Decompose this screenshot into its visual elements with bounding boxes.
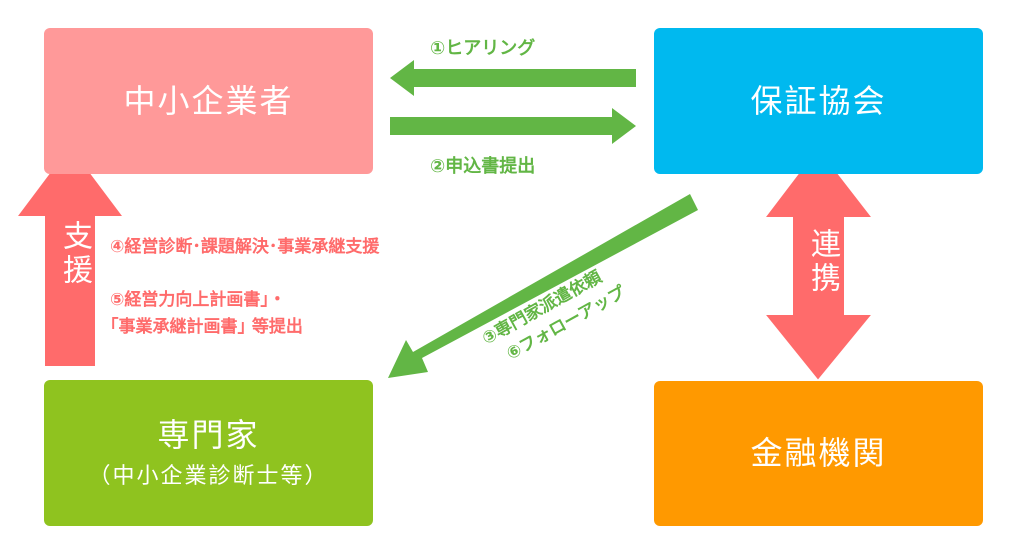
arrow-hearing bbox=[390, 60, 636, 96]
label-support-5b: ｢事業承継計画書｣ 等提出 bbox=[110, 317, 303, 337]
label-support-5a: ⑤経営力向上計画書｣・ bbox=[110, 290, 286, 310]
node-guarantee-title: 保証協会 bbox=[750, 81, 887, 120]
label-apply: ②申込書提出 bbox=[430, 156, 536, 177]
node-bank-title: 金融機関 bbox=[750, 434, 887, 473]
node-expert-subtitle: （中小企業診断士等） bbox=[88, 464, 329, 490]
node-guarantee-association: 保証協会 bbox=[654, 28, 983, 174]
arrow-dispatch bbox=[388, 194, 698, 378]
node-bank: 金融機関 bbox=[654, 381, 983, 526]
node-sme-title: 中小企業者 bbox=[123, 81, 294, 120]
arrow-apply bbox=[390, 108, 636, 144]
label-hearing: ①ヒアリング bbox=[430, 38, 536, 59]
node-sme: 中小企業者 bbox=[44, 28, 373, 174]
arrow-support bbox=[14, 143, 126, 368]
arrow-link-text: 連携 bbox=[805, 228, 840, 296]
arrow-support-text: 支援 bbox=[57, 220, 92, 288]
node-expert-title: 専門家 bbox=[157, 415, 260, 454]
label-support-4: ④経営診断･課題解決･事業承継支援 bbox=[110, 237, 380, 257]
node-expert: 専門家 （中小企業診断士等） bbox=[44, 380, 373, 526]
